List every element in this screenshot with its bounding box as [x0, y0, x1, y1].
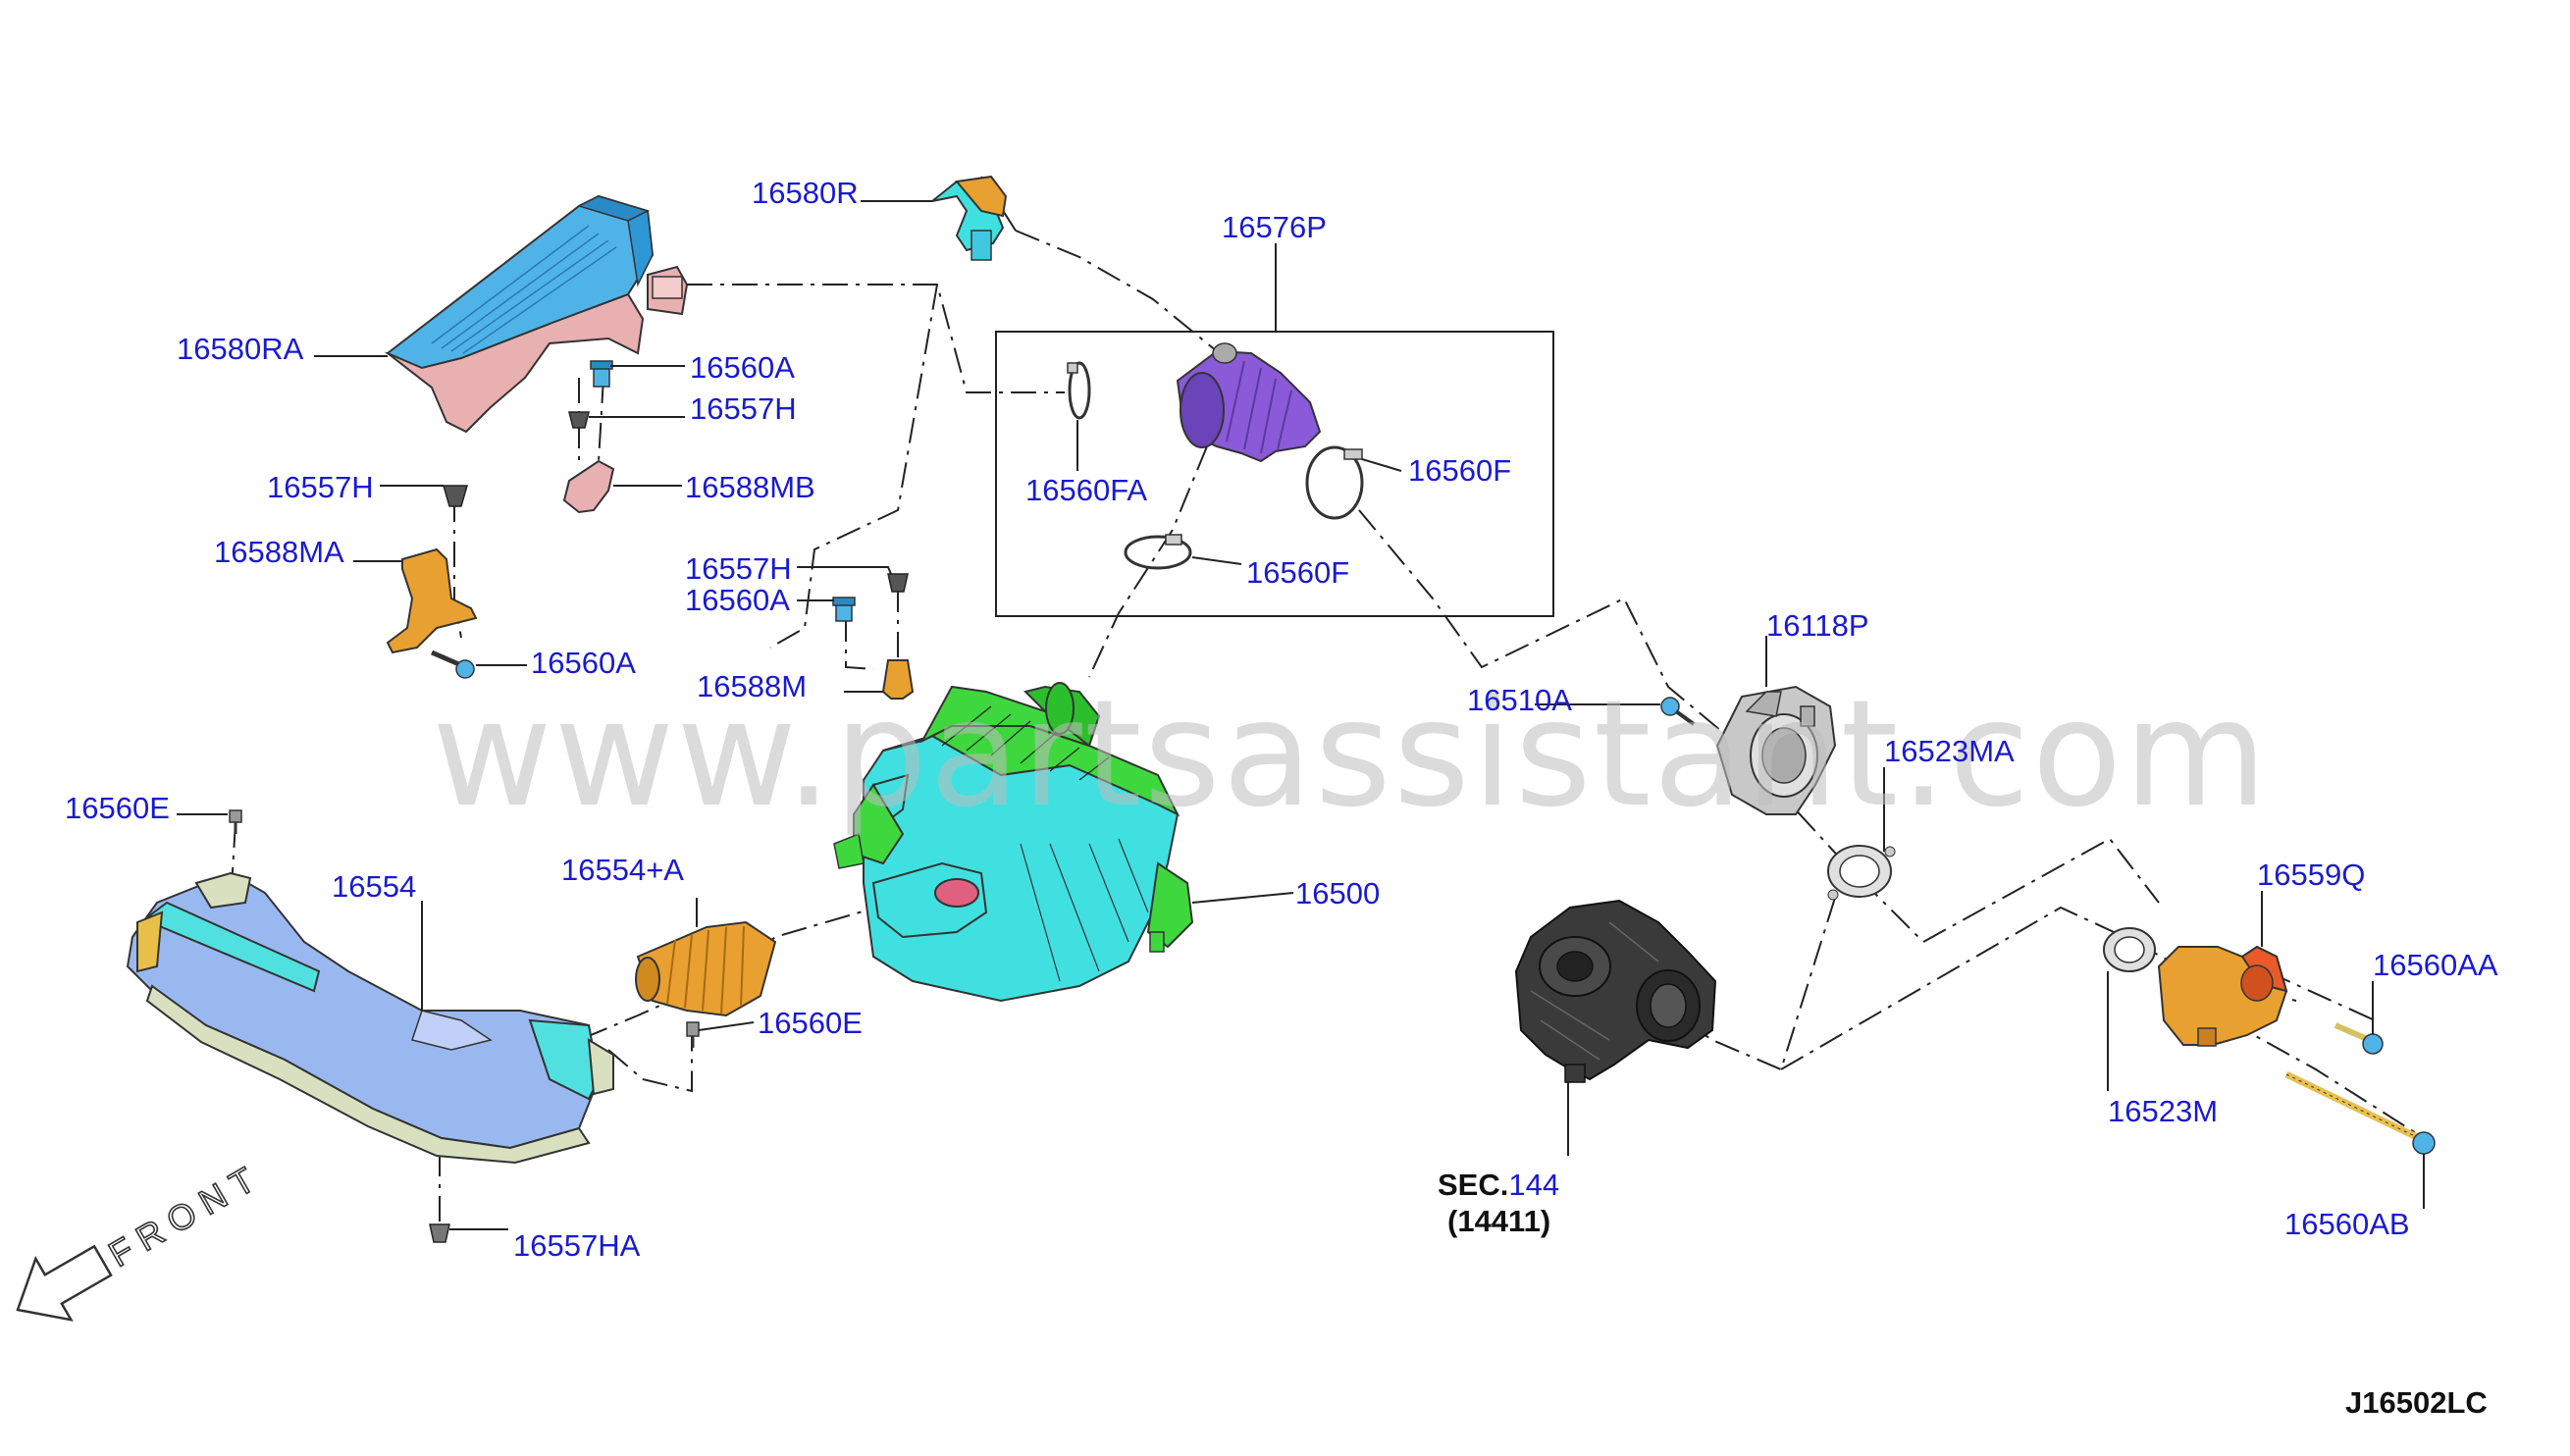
elbow-16559Q: [2157, 945, 2288, 1047]
bolt-16560A-lower: [431, 650, 475, 679]
grommet-16557H-upper: [568, 411, 590, 429]
label-16560E-2: 16560E: [758, 1006, 863, 1040]
label-16554A: 16554+A: [561, 853, 684, 887]
screw-16560E-middle: [686, 1021, 700, 1048]
label-16559Q: 16559Q: [2257, 858, 2365, 892]
clamp-16560FA: [1067, 361, 1091, 420]
gasket-16523MA: [1827, 845, 1896, 901]
label-16560F-2: 16560F: [1246, 555, 1349, 590]
label-16588MB: 16588MB: [685, 470, 815, 504]
section-prefix: SEC.: [1438, 1168, 1508, 1202]
front-arrow: FRONT: [16, 1154, 271, 1322]
section-reference: SEC.144 (14411): [1438, 1168, 1559, 1238]
label-16554: 16554: [332, 869, 416, 904]
clamp-16560F-right: [1305, 445, 1364, 520]
section-code: (14411): [1447, 1204, 1550, 1238]
turbocharger: [1514, 899, 1717, 1083]
grommet-16557H-left: [443, 485, 468, 507]
label-16523M: 16523M: [2108, 1094, 2218, 1128]
clamp-16560F-lower: [1124, 534, 1192, 570]
resonator-16580RA: [384, 194, 689, 434]
air-cleaner-16500: [833, 682, 1194, 1003]
label-16560A-1: 16560A: [690, 350, 795, 385]
bolt-16560AB: [2284, 1070, 2436, 1155]
label-16588M: 16588M: [697, 669, 807, 703]
hose-16576P: [1176, 342, 1322, 463]
clip-16560A-upper: [590, 360, 613, 388]
diagram-code: J16502LC: [2345, 1385, 2488, 1420]
label-16580R: 16580R: [752, 176, 859, 210]
bolt-16560AA: [2334, 1022, 2384, 1055]
gasket-16523M: [2103, 927, 2156, 972]
label-16560AB: 16560AB: [2284, 1207, 2410, 1241]
label-16576P: 16576P: [1222, 210, 1327, 244]
label-16118P: 16118P: [1766, 608, 1869, 643]
label-16557H-1: 16557H: [690, 391, 797, 426]
label-16557HA: 16557HA: [513, 1228, 641, 1263]
label-16523MA: 16523MA: [1884, 734, 2015, 768]
inlet-duct-16554: [126, 871, 614, 1165]
label-16580RA: 16580RA: [177, 332, 304, 366]
label-16557H-3: 16557H: [685, 551, 792, 586]
label-16560E-1: 16560E: [65, 791, 170, 825]
grommet-16557H-middle: [887, 573, 909, 593]
label-16560F-1: 16560F: [1408, 453, 1511, 488]
bolt-16510A: [1660, 697, 1696, 726]
part-labels: 16580R 16576P 16580RA 16560A 16557H 1658…: [65, 176, 2498, 1263]
grommet-16557HA: [429, 1223, 450, 1243]
label-16560A-3: 16560A: [685, 583, 790, 617]
bellows-16554A: [635, 920, 777, 1017]
clip-16560A-middle: [832, 597, 856, 622]
throttle-body-16118P: [1715, 685, 1837, 815]
label-16560FA: 16560FA: [1025, 473, 1147, 507]
bracket-16588MB: [562, 459, 615, 514]
watermark: www.partsassistant.com: [432, 669, 2269, 840]
label-16510A: 16510A: [1467, 683, 1572, 717]
label-16560A-2: 16560A: [531, 646, 636, 680]
sensor-16580R: [931, 175, 1008, 261]
label-16500: 16500: [1295, 876, 1380, 910]
bracket-16588MA: [386, 547, 478, 654]
label-16557H-2: 16557H: [267, 470, 374, 504]
screw-16560E-top: [229, 809, 242, 834]
leader-lines: [177, 200, 2425, 1230]
section-number: 144: [1508, 1168, 1559, 1202]
label-16588MA: 16588MA: [214, 535, 344, 569]
svg-text:SEC.144: SEC.144: [1438, 1168, 1559, 1202]
front-label: FRONT: [102, 1155, 270, 1274]
label-16560AA: 16560AA: [2373, 948, 2498, 982]
